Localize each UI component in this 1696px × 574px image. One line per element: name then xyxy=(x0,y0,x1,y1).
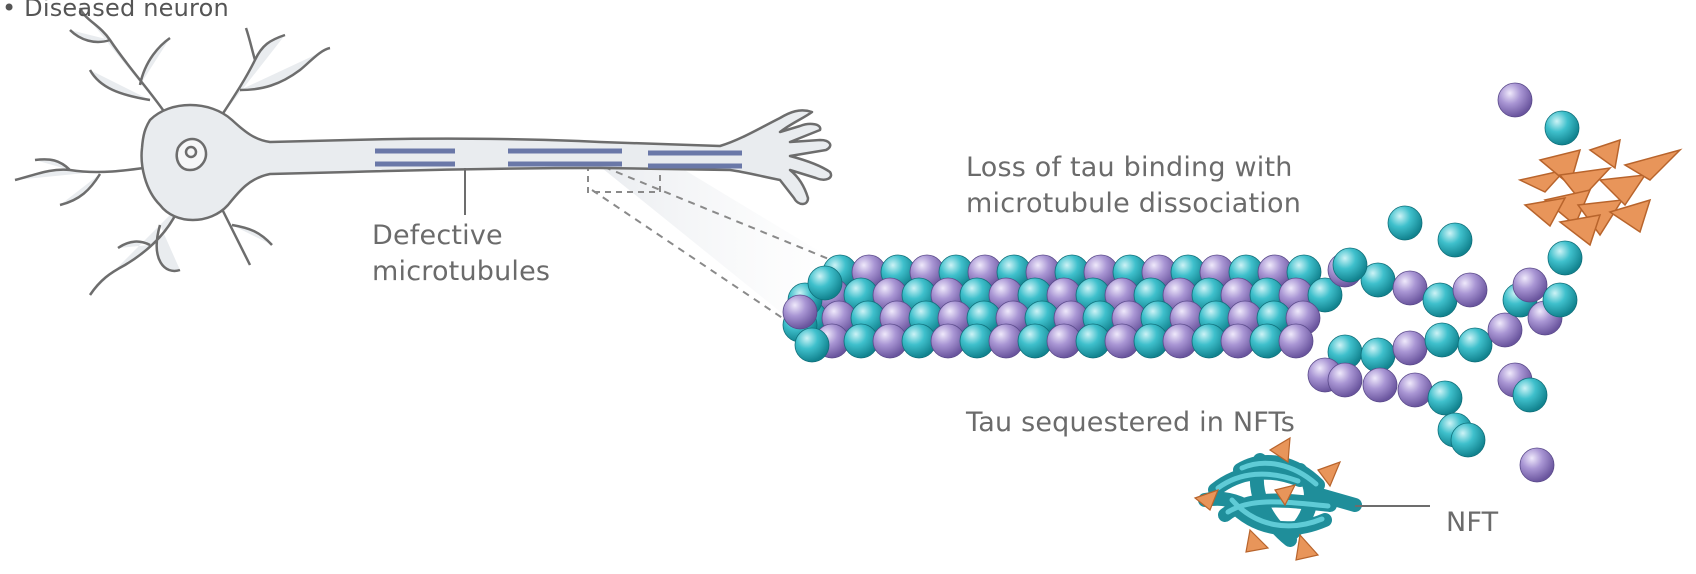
purple-tubulin-bead xyxy=(1498,83,1532,117)
teal-tubulin-bead xyxy=(1458,328,1492,362)
purple-tubulin-bead xyxy=(1328,363,1362,397)
purple-tubulin-bead xyxy=(1488,313,1522,347)
defective-microtubules-label: Defective microtubules xyxy=(372,218,550,290)
purple-tubulin-bead xyxy=(1453,273,1487,307)
purple-tubulin-bead xyxy=(1520,448,1554,482)
teal-tubulin-bead xyxy=(1423,283,1457,317)
teal-tubulin-bead xyxy=(1428,381,1462,415)
nucleus xyxy=(177,139,206,170)
teal-tubulin-bead xyxy=(1548,241,1582,275)
teal-tubulin-bead xyxy=(1388,206,1422,240)
dendrite-lower-left xyxy=(90,205,180,295)
purple-tubulin-bead xyxy=(1398,373,1432,407)
teal-tubulin-bead xyxy=(1513,378,1547,412)
purple-tubulin-bead xyxy=(1513,268,1547,302)
teal-tubulin-bead xyxy=(1451,423,1485,457)
neurofibrillary-tangle xyxy=(1195,438,1355,560)
tau-sequestered-label: Tau sequestered in NFTs xyxy=(966,405,1295,441)
purple-tubulin-bead xyxy=(1393,331,1427,365)
teal-tubulin-bead xyxy=(1361,338,1395,372)
nft-label: NFT xyxy=(1446,505,1498,541)
teal-tubulin-bead xyxy=(795,328,829,362)
purple-tubulin-bead xyxy=(783,295,817,329)
teal-tubulin-bead xyxy=(1438,223,1472,257)
teal-tubulin-bead xyxy=(1425,323,1459,357)
purple-tubulin-bead xyxy=(1393,271,1427,305)
loss-of-tau-binding-label: Loss of tau binding with microtubule dis… xyxy=(966,150,1301,222)
dendrite-upper-right xyxy=(220,28,330,118)
teal-tubulin-bead xyxy=(808,266,842,300)
purple-tubulin-bead xyxy=(1363,368,1397,402)
purple-tubulin-bead xyxy=(1279,324,1313,358)
tau-protein-cluster xyxy=(1520,140,1680,245)
teal-tubulin-bead xyxy=(1543,283,1577,317)
teal-tubulin-bead xyxy=(1545,111,1579,145)
top-left-label-fragment: • Diseased neuron xyxy=(2,0,229,26)
dendrite-lower-right xyxy=(220,205,272,265)
teal-tubulin-bead xyxy=(1333,248,1367,282)
